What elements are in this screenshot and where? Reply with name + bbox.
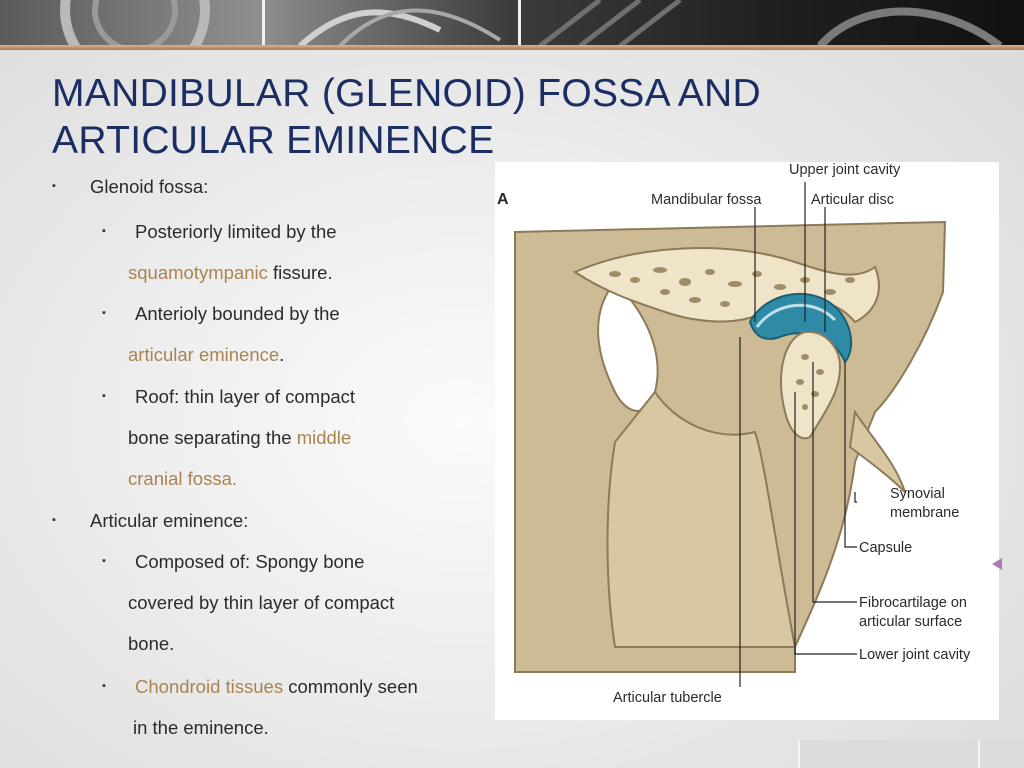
subbullet-composed-cont: covered by thin layer of compact [128, 592, 394, 614]
label-articular-disc: Articular disc [811, 192, 894, 208]
footer-box [978, 740, 1024, 768]
label-synovial-line1: Synovial [890, 486, 945, 502]
accent-term-chondroid-tissues: Chondroid tissues [135, 676, 284, 697]
bullet-text: in the eminence. [133, 717, 269, 738]
bullet-marker: ▪ [52, 180, 56, 192]
bullet-text: Posteriorly limited by the [135, 221, 337, 242]
label-synovial-line2: membrane [890, 505, 959, 521]
temporal-spongy-bone [572, 247, 880, 324]
footer-decoration [0, 740, 1024, 768]
bullet-text: commonly seen [283, 676, 418, 697]
subbullet-posteriorly-cont: squamotympanic fissure. [128, 262, 333, 284]
footer-box [798, 740, 978, 768]
bullet-text: fissure. [267, 262, 333, 283]
subbullet-roof-cont2: cranial fossa. [128, 468, 237, 490]
bullet-text: . [279, 344, 285, 365]
label-articular-tubercle: Articular tubercle [613, 690, 722, 706]
accent-divider-bar [0, 45, 1024, 50]
bullet-text: bone separating the [128, 427, 297, 448]
mandibular-condyle [780, 330, 842, 440]
accent-term-squamotympanic: squamotympanic [128, 262, 268, 283]
subbullet-anteriorly-cont: articular eminence. [128, 344, 284, 366]
external-acoustic-opening [597, 280, 659, 412]
label-upper-joint-cavity: Upper joint cavity [789, 162, 901, 178]
bullet-text: Glenoid fossa: [90, 176, 209, 197]
subbullet-chondroid-cont: in the eminence. [133, 717, 269, 739]
panel-letter: A [497, 191, 509, 208]
bullet-marker: ▪ [102, 225, 106, 237]
bullet-text: covered by thin layer of compact [128, 592, 395, 613]
bullet-marker: ▪ [52, 514, 56, 526]
tmj-anatomy-figure: A Upper joint cavity Mandibular fossa Ar… [495, 162, 999, 720]
slide-side-arrow-icon [992, 558, 1002, 570]
label-leader-lines [739, 182, 857, 687]
slide-title: MANDIBULAR (GLENOID) FOSSA AND ARTICULAR… [52, 72, 761, 162]
subbullet-composed-cont2: bone. [128, 633, 174, 655]
banner-photo-strip [0, 0, 1024, 46]
bullet-marker: ▪ [102, 307, 106, 319]
subbullet-roof-cont: bone separating the middle [128, 427, 351, 449]
accent-term-articular-eminence: articular eminence [128, 344, 280, 365]
mandibular-ramus [606, 390, 797, 648]
tmj-illustration: A Upper joint cavity Mandibular fossa Ar… [497, 162, 971, 706]
bullet-text: Anterioly bounded by the [135, 303, 340, 324]
label-mandibular-fossa: Mandibular fossa [651, 192, 762, 208]
bullet-text: Composed of: Spongy bone [135, 551, 365, 572]
spongy-bone-pores [609, 267, 855, 307]
styloid-process [848, 409, 906, 493]
bullet-marker: ▪ [102, 680, 106, 692]
label-lower-joint-cavity: Lower joint cavity [859, 647, 971, 663]
label-fibrocartilage-line1: Fibrocartilage on [859, 595, 967, 611]
joint-cavity-line [755, 303, 837, 328]
bullet-marker: ▪ [102, 555, 106, 567]
label-fibrocartilage-line2: articular surface [859, 614, 962, 630]
bullet-text: Articular eminence: [90, 510, 249, 531]
bullet-marker: ▪ [102, 390, 106, 402]
bullet-text: bone. [128, 633, 175, 654]
accent-term-middle: middle [296, 427, 352, 448]
accent-term-cranial-fossa: cranial fossa. [128, 468, 237, 489]
bullet-text: Roof: thin layer of compact [135, 386, 356, 407]
header-banner-image [0, 0, 1024, 46]
label-capsule: Capsule [859, 540, 912, 556]
